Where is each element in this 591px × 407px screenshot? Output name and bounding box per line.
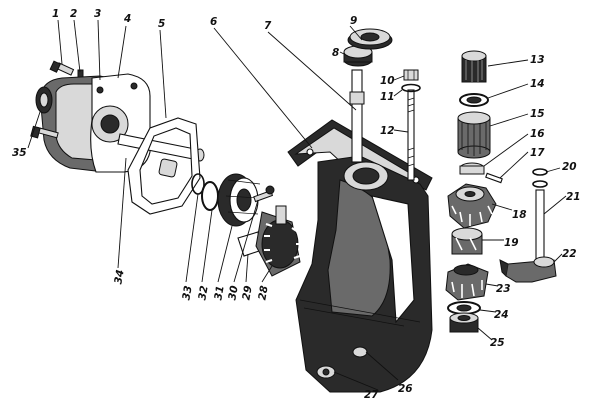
- callout-26: 26: [398, 383, 413, 395]
- callout-28: 28: [256, 285, 270, 301]
- callout-3: 3: [94, 8, 101, 20]
- callout-11: 11: [380, 91, 395, 103]
- screw-30: [253, 185, 275, 203]
- gasket-5: [127, 117, 201, 215]
- callout-1: 1: [52, 8, 59, 20]
- callout-30: 30: [226, 285, 240, 301]
- callout-2: 2: [70, 8, 77, 20]
- callout-18: 18: [512, 209, 527, 221]
- stud-12: [407, 89, 415, 181]
- callout-32: 32: [196, 285, 210, 301]
- shift-fork-22: [499, 256, 557, 283]
- callout-24: 24: [494, 309, 509, 321]
- callout-35: 35: [12, 147, 27, 159]
- callout-4: 4: [123, 13, 131, 25]
- bearing-25: [449, 312, 479, 333]
- callout-17: 17: [530, 147, 545, 159]
- callout-7: 7: [264, 20, 272, 32]
- leader-lines: [27, 19, 567, 391]
- bevel-gear-23: [445, 263, 489, 301]
- washer-11: [401, 83, 421, 93]
- callout-6: 6: [210, 16, 217, 28]
- main-gearbox-housing: [287, 119, 433, 393]
- ring-16: [459, 162, 485, 175]
- callout-29: 29: [240, 285, 254, 301]
- callout-numbers: 1 2 3 4 5 6 7 8 9 10 11 12 13 14 15 16 1…: [12, 8, 581, 401]
- hub-35: [35, 86, 53, 114]
- washer-14: [459, 93, 489, 107]
- bevel-gear-28: [255, 205, 302, 277]
- vertical-shaft-7: [349, 69, 365, 163]
- bolt-1: [49, 60, 75, 76]
- washer-20: [532, 168, 548, 188]
- callout-12: 12: [380, 125, 395, 137]
- callout-16: 16: [530, 128, 545, 140]
- callout-9: 9: [350, 15, 357, 27]
- callout-8: 8: [332, 47, 339, 59]
- callout-20: 20: [562, 161, 577, 173]
- callout-10: 10: [380, 75, 395, 87]
- callout-15: 15: [530, 108, 545, 120]
- pin-17: [485, 172, 503, 184]
- callout-13: 13: [530, 54, 545, 66]
- callout-25: 25: [490, 337, 505, 349]
- callout-27: 27: [364, 389, 379, 401]
- bearing-31: [217, 173, 261, 227]
- clutch-19: [451, 227, 483, 255]
- front-cover-housing: [30, 60, 151, 173]
- thrust-washer-24: [447, 301, 481, 315]
- bevel-gear-18: [447, 183, 497, 229]
- callout-34: 34: [112, 269, 126, 285]
- callout-23: 23: [496, 283, 511, 295]
- callout-31: 31: [212, 285, 226, 301]
- bushing-13: [461, 50, 487, 83]
- callout-21: 21: [566, 191, 581, 203]
- lower-bolt: [30, 125, 59, 139]
- callout-5: 5: [158, 18, 165, 30]
- seal-9: [347, 28, 393, 50]
- callout-33: 33: [180, 285, 194, 301]
- callout-19: 19: [504, 237, 519, 249]
- callout-14: 14: [530, 78, 545, 90]
- needle-bearing-15: [457, 111, 491, 159]
- washer-32: [201, 181, 219, 211]
- nut-10: [403, 69, 419, 81]
- callout-22: 22: [562, 248, 577, 260]
